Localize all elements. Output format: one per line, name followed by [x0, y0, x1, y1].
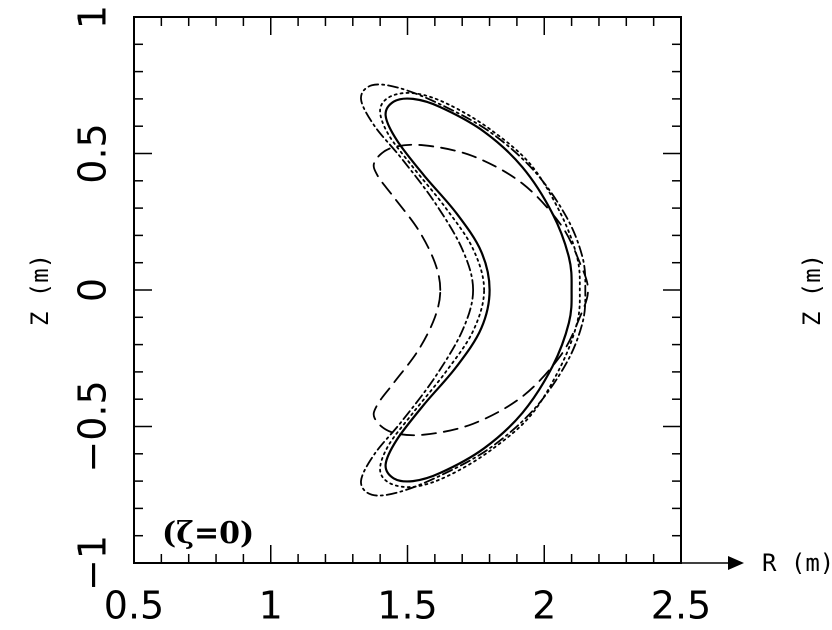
- y-axis-label-right: Z (m): [798, 254, 826, 326]
- curve-dotted: [379, 91, 581, 489]
- x-axis-label: R (m): [762, 549, 832, 577]
- x-tick-label: 1.5: [377, 584, 437, 628]
- x-tick-label: 2.5: [651, 584, 711, 628]
- x-tick-label: 0.5: [104, 584, 164, 628]
- y-tick-label: −1: [71, 535, 115, 591]
- x-tick-label: 2: [532, 584, 556, 628]
- x-tick-label: 1: [259, 584, 283, 628]
- y-axis-label: Z (m): [26, 254, 54, 326]
- flux-surface-curves: [360, 83, 589, 497]
- y-tick-label: 0: [71, 278, 115, 302]
- axis-ticks: [133, 16, 682, 564]
- axis-tick-labels: 0.5 1 1.5 2 2.5 −1 −0.5 0 0.5 1: [71, 5, 712, 628]
- curve-dashed: [372, 143, 589, 437]
- x-axis-arrow-head: [728, 556, 744, 570]
- curve-dashdot: [360, 83, 587, 497]
- y-tick-label: −0.5: [71, 380, 115, 472]
- y-tick-label: 1: [71, 5, 115, 29]
- y-tick-label: 0.5: [71, 123, 115, 183]
- curve-solid: [384, 97, 573, 483]
- toroidal-angle-annotation: (ζ=0): [162, 516, 254, 551]
